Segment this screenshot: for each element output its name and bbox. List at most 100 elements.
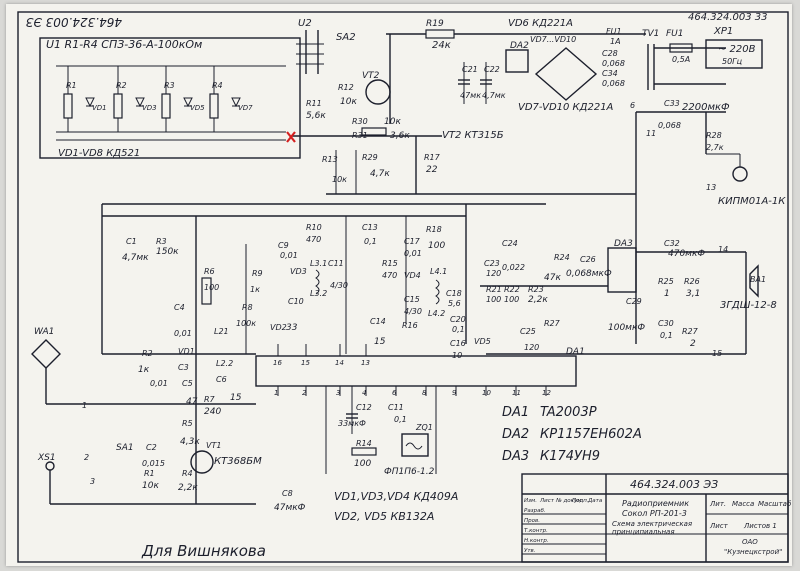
title-org-1: ОАО	[742, 538, 758, 546]
vd6-label: VD6 КД221А	[508, 18, 573, 29]
diode-label: VD5	[190, 104, 205, 112]
potentiometer	[113, 93, 123, 119]
bridge-note: VD7-VD10 КД221А	[518, 102, 614, 113]
c14-value: 15	[374, 337, 386, 347]
r19-value: 24к	[432, 40, 451, 51]
c11-label: C11	[388, 403, 404, 412]
pin-6: 6	[630, 101, 635, 110]
r11-value: 5,6к	[306, 111, 326, 121]
pot-label: R3	[164, 81, 175, 90]
c24-value: 0,022	[502, 263, 525, 272]
title-row-label: Н.контр.	[524, 538, 549, 544]
u1-block: U1 R1-R4 СПЗ-36-А-100кОм VD1-VD8 КД521 R…	[39, 37, 301, 159]
fu1-label: FU1	[606, 27, 622, 36]
c11-mid-label: C11	[328, 259, 344, 268]
c11-value: 0,1	[394, 415, 407, 424]
da3-chip	[607, 247, 637, 293]
c34-label: C34	[602, 69, 618, 78]
c6-value: 15	[230, 393, 242, 403]
l41-label: L4.1	[430, 267, 447, 276]
r27-amp-label: R27	[544, 319, 561, 328]
vd4-label: VD4	[404, 271, 421, 280]
c17-label: C17	[404, 237, 421, 246]
c12-value: 33мкФ	[338, 419, 366, 428]
l42-label: L4.2	[428, 309, 445, 318]
c33-label: C33	[664, 99, 680, 108]
title-name-3: Схема электрическая	[612, 520, 692, 528]
vd2-label: VD2	[270, 323, 287, 332]
pin-13: 13	[706, 183, 716, 192]
da3-label: DA3	[614, 239, 633, 249]
zq1-value: ФП1П6-1.2	[384, 467, 435, 477]
vd5-label: VD5	[474, 337, 491, 346]
c15-label: C15	[404, 295, 420, 304]
right-section: C33 0,068 2200мкФ R28 2,7к КИПМ01А-1К 6 …	[630, 99, 786, 344]
diode-label: VD3	[142, 104, 157, 112]
r23-label: R23	[528, 285, 544, 294]
vt2-label: VT2	[362, 71, 380, 81]
pin-2: 2	[84, 453, 89, 462]
r10-label: R10	[306, 223, 322, 232]
c9-label: C9	[278, 241, 289, 250]
c4-value: 0,01	[174, 329, 192, 338]
da1-pin: 12	[542, 389, 551, 397]
schematic-drawing: 464.324.003 ЭЗ U1 R1-R4 СПЗ-36-А-100кОм …	[17, 11, 792, 563]
r3-value: 150к	[156, 247, 179, 257]
diode-icon	[85, 97, 95, 108]
c10-value: 33	[286, 323, 298, 333]
c23-value: 120	[486, 269, 501, 278]
input-section: WA1 R6 100 C4 0,01 L21 L2.2 R2 1к VD1 C3…	[31, 216, 306, 513]
r7-label: R7	[204, 395, 216, 404]
c11-mid-value: 4/30	[330, 281, 348, 290]
c29-value: 100мкФ	[608, 323, 645, 333]
title-row-label: Утв.	[524, 548, 536, 554]
xp1-label: XP1	[713, 26, 733, 37]
vt2-note: VT2 КТ315Б	[442, 130, 504, 141]
r27-value: 2	[690, 339, 696, 349]
sa2-label: SA2	[336, 32, 356, 43]
title-name-1: Радиоприемник	[622, 499, 689, 508]
r30-value: 10к	[384, 117, 401, 127]
schematic-sheet: 464.324.003 ЭЗ U1 R1-R4 СПЗ-36-А-100кОм …	[6, 4, 792, 566]
c30-label: C30	[658, 319, 674, 328]
diode-icon	[183, 97, 193, 108]
r6-value: 100	[204, 283, 219, 292]
l22-label: L2.2	[216, 359, 233, 368]
c12-label: C12	[356, 403, 372, 412]
title-row-label: Изм.	[524, 498, 537, 504]
c32-value: 470мкФ	[668, 249, 705, 259]
c18-value: 5,6	[448, 299, 461, 308]
c20-value: 0,1	[452, 325, 465, 334]
c23-label: C23	[484, 259, 500, 268]
r28-value: 2,7к	[706, 143, 724, 152]
vd3-label: VD3	[290, 267, 307, 276]
speaker-icon	[749, 264, 759, 298]
mains-plug	[705, 39, 763, 69]
antenna-icon	[31, 339, 61, 369]
title-number: 464.324.003 ЭЗ	[630, 478, 718, 491]
c16-label: C16	[450, 339, 466, 348]
r24-value: 47к	[544, 273, 561, 283]
r15-value: 470	[382, 271, 397, 280]
diode-icon	[231, 97, 241, 108]
r29-value: 4,7к	[370, 169, 390, 179]
c4-label: C4	[174, 303, 185, 312]
r13-label: R13	[322, 155, 338, 164]
da1-pin: 1	[274, 389, 278, 397]
da1-pin: 16	[273, 359, 282, 367]
doc-number-top: 464.324.003 33	[688, 12, 768, 23]
title-row-label: Дата	[587, 498, 603, 504]
mains-frequency: 50Гц	[722, 57, 743, 66]
r30-label: R30	[352, 117, 368, 126]
r14-label: R14	[356, 439, 372, 448]
c10-label: C10	[288, 297, 304, 306]
pin-1: 1	[82, 401, 87, 410]
diode-note-1: VD1,VD3,VD4 КД409А	[334, 490, 458, 503]
r18-label: R18	[426, 225, 442, 234]
c28-label: C28	[602, 49, 618, 58]
c29-label: C29	[626, 297, 642, 306]
r25-label: R25	[658, 277, 674, 286]
l32-label: L3.2	[310, 289, 327, 298]
diode-icon	[135, 97, 145, 108]
